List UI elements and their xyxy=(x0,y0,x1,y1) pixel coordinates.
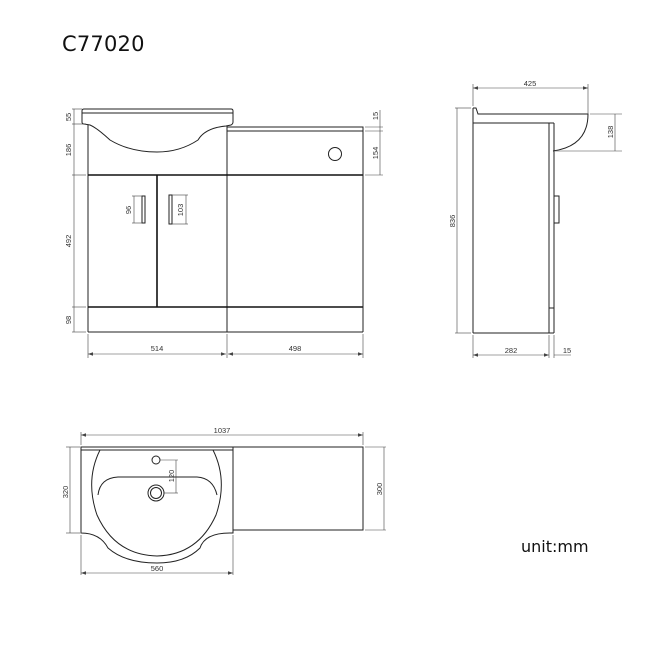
basin-front-outline xyxy=(81,108,234,153)
dim-door-height: 492 xyxy=(64,235,73,248)
dim-right-handle: 103 xyxy=(176,204,185,217)
dim-total-width: 1037 xyxy=(214,426,231,435)
dim-basin-depth: 425 xyxy=(524,79,537,88)
dim-plinth-height: 98 xyxy=(64,316,73,324)
model-number-title: C77020 xyxy=(62,32,145,56)
side-view: 425 138 836 282 15 xyxy=(448,79,622,358)
dim-right-width: 498 xyxy=(289,344,302,353)
dim-left-handle: 96 xyxy=(124,206,133,214)
basin-top-outline xyxy=(80,446,234,564)
dim-total-height: 836 xyxy=(448,215,457,228)
dim-bowl-height: 186 xyxy=(64,144,73,157)
dim-cabinet-depth: 282 xyxy=(505,346,518,355)
dim-door-thickness: 15 xyxy=(563,346,571,355)
basin-inner-shelf xyxy=(97,476,218,496)
dim-left-width: 514 xyxy=(151,344,164,353)
dim-right-unit-depth: 300 xyxy=(375,483,384,496)
dim-basin-top: 55 xyxy=(64,113,73,121)
dim-basin-depth-top: 320 xyxy=(61,486,70,499)
unit-label: unit:mm xyxy=(521,537,589,556)
front-view: 55 186 492 98 96 103 15 154 514 498 xyxy=(64,108,383,358)
dim-basin-overhang: 138 xyxy=(606,126,615,139)
basin-bowl xyxy=(91,449,222,557)
dim-right-top: 15 xyxy=(371,112,380,120)
left-door-handle xyxy=(141,195,146,224)
dim-basin-width: 560 xyxy=(151,564,164,573)
tap-hole xyxy=(151,455,161,465)
right-unit-top-view xyxy=(232,446,364,531)
waste-access-hole xyxy=(328,147,342,161)
waste-inner xyxy=(150,487,162,499)
dim-right-panel: 154 xyxy=(371,147,380,160)
right-door-handle xyxy=(168,194,173,225)
top-view: 120 1037 320 300 560 xyxy=(61,426,386,575)
right-unit-top xyxy=(226,126,364,132)
dim-tap-to-waste: 120 xyxy=(167,470,176,483)
side-door-handle xyxy=(553,195,560,224)
basin-side-outline xyxy=(473,107,589,152)
